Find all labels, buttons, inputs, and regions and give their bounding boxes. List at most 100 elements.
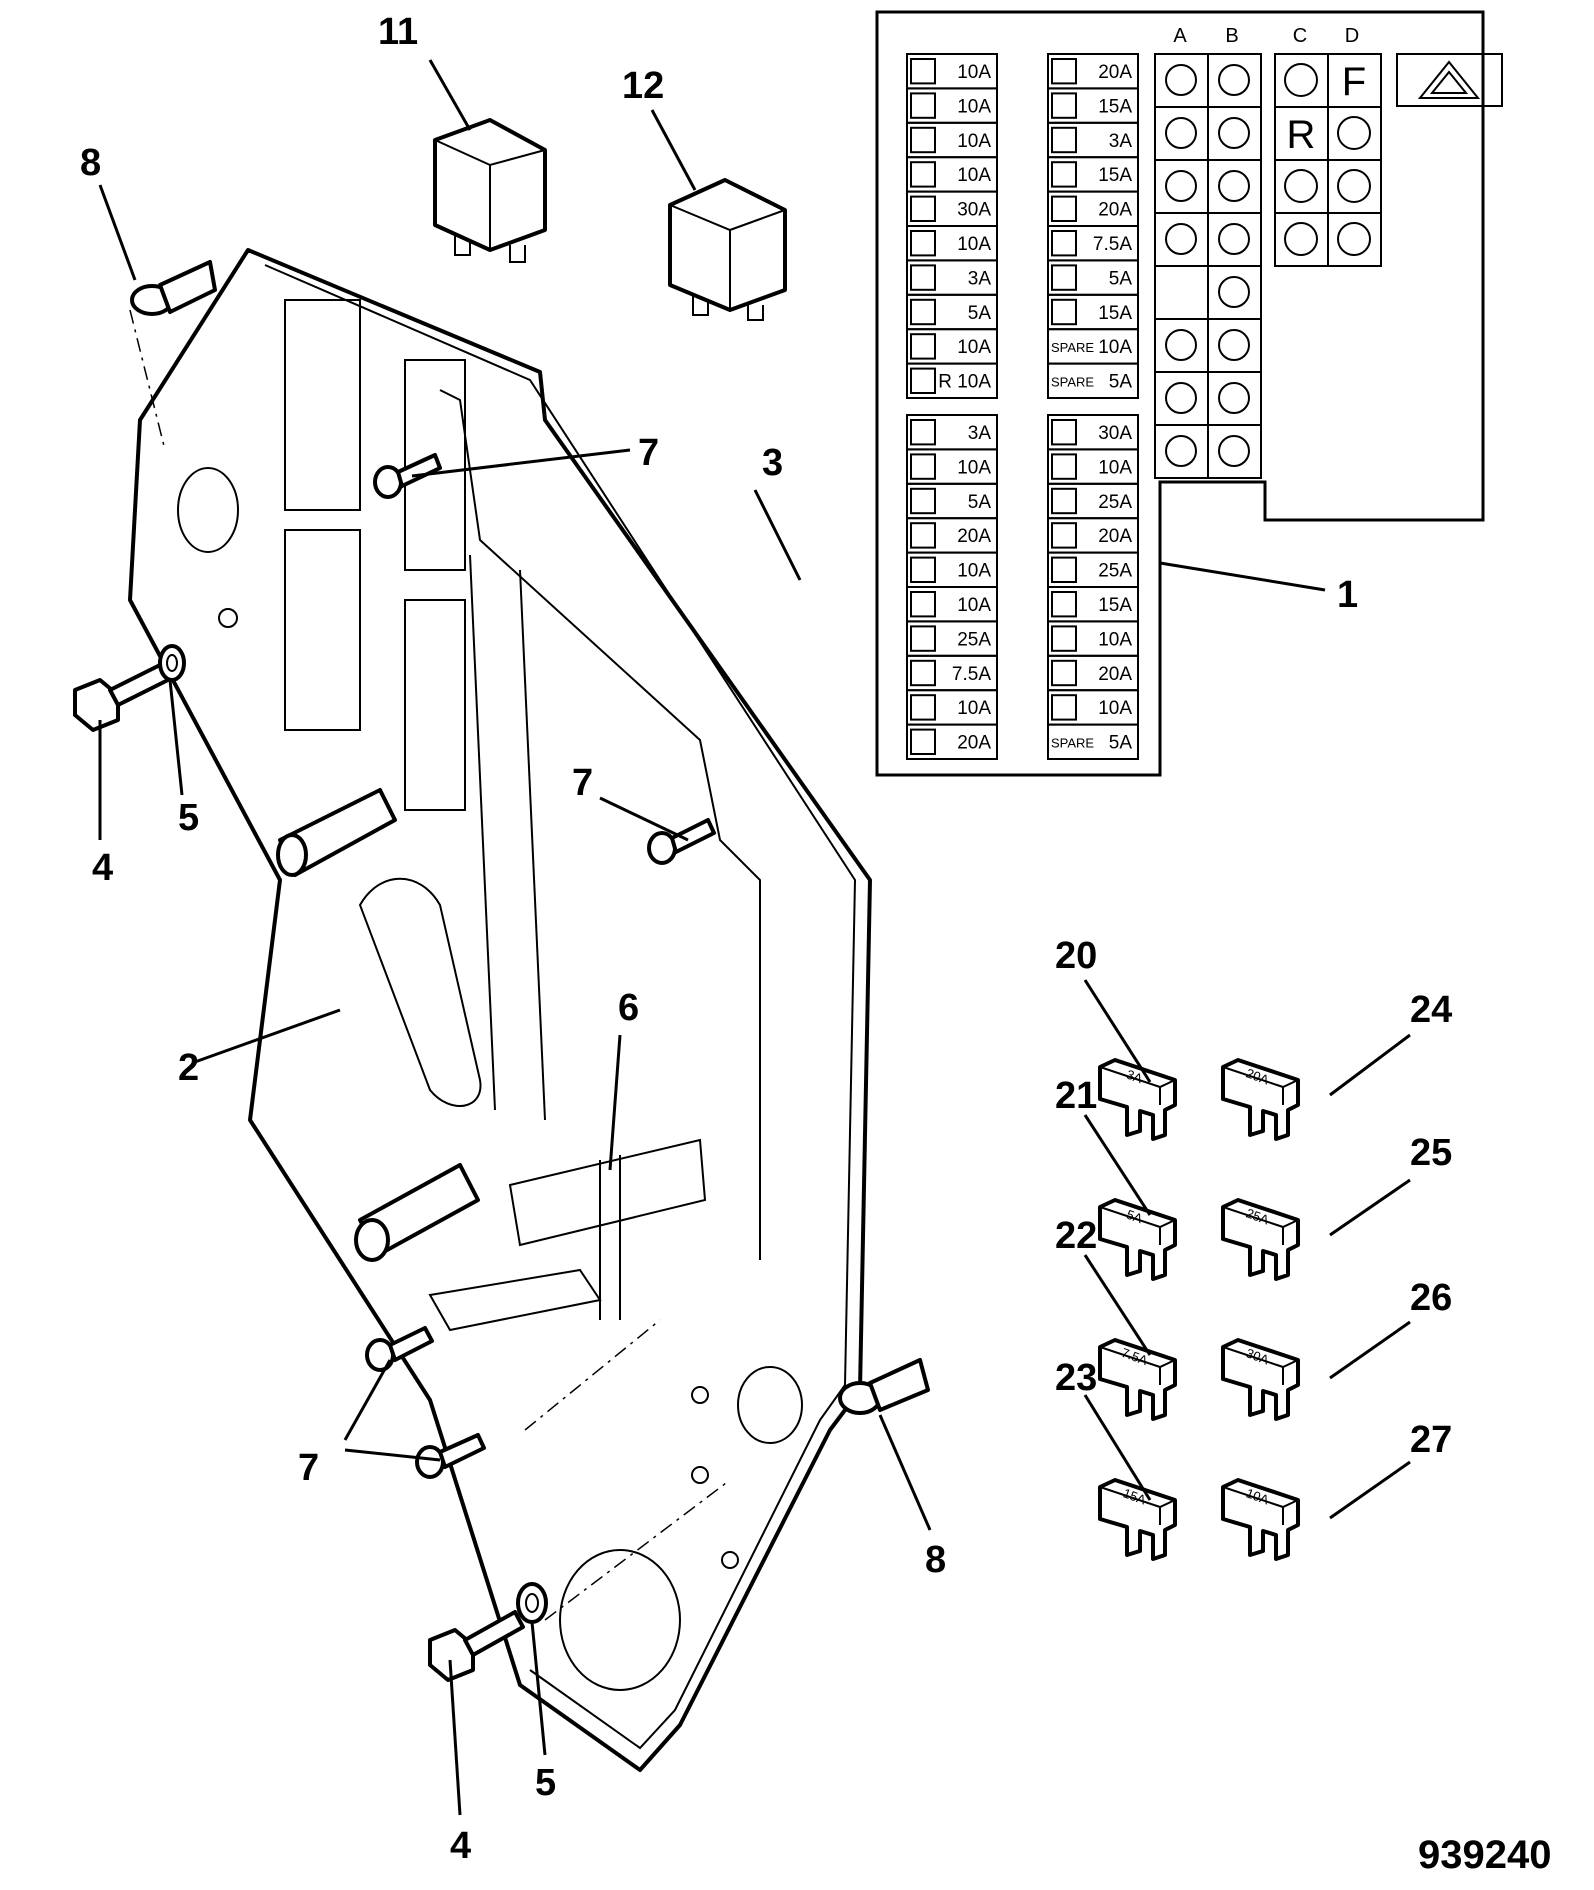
block1-right-cell [1047,362,1139,400]
relay-function-icon [1165,64,1197,96]
screw-7-lower-a [365,1326,434,1372]
blade-fuse-rating: 3A [1124,1067,1144,1087]
relay-function-icon [1165,382,1197,414]
blade-fuse-edge [1222,1206,1299,1245]
block1-left-value: 30A [957,200,991,221]
callout-4-lower: 4 [450,1825,471,1867]
screw-7-upper [373,453,442,499]
block1-left-value: 5A [968,303,992,324]
relay-function-icon [1218,170,1250,202]
leader-lines [98,59,1411,1816]
callout-24: 24 [1410,989,1452,1031]
spare-label: SPARE [1051,340,1094,355]
blade-fuse-body [1098,1338,1177,1421]
callout-3: 3 [762,442,783,484]
drawing-number: 939240 [1418,1833,1551,1877]
relay-cell [1207,159,1262,214]
relay-function-icon [1165,329,1197,361]
blade-fuse: 10A [1221,1478,1300,1561]
block2-left-value: 20A [957,733,991,754]
fuse-circuit-icon [1051,453,1077,480]
block2-left-cell [906,723,998,760]
blade-fuse: 7.5A [1098,1338,1177,1421]
block2-left-value: 10A [957,457,991,478]
fuse-circuit-icon [1051,230,1077,257]
block1-left-value: 10A [957,234,991,255]
relay-column-header: C [1293,25,1307,47]
blade-fuse-body [1221,1338,1300,1421]
callout-8-upper: 8 [80,142,101,184]
relay-function-icon [1218,223,1250,255]
blade-fuse: 25A [1221,1198,1300,1281]
fuse-circuit-icon [910,625,936,652]
block2-right-value: 10A [1098,629,1132,650]
callout-27: 27 [1410,1419,1452,1461]
block1-right-value: 5A [1109,268,1133,289]
callout-22: 22 [1055,1215,1097,1257]
block2-right-value: 25A [1098,492,1132,513]
fuse-circuit-icon [1051,556,1077,583]
fuse-circuit-icon [1051,298,1077,326]
block2-right-value: 5A [1109,733,1133,754]
push-rivet-8-bottom [838,1358,930,1415]
block2-right-cell [1047,723,1139,760]
block2-left-value: 25A [957,629,991,650]
fuse-circuit-icon [1051,92,1077,119]
blade-fuse-edge [1222,1486,1299,1525]
blade-fuse-edge [1222,1066,1299,1105]
relay-cell [1154,53,1209,108]
fuse-circuit-icon [1051,694,1077,721]
callout-21: 21 [1055,1075,1097,1117]
relay-cell [1154,318,1209,373]
blade-fuse-body [1221,1058,1300,1141]
relay-function-icon [1165,435,1197,467]
callout-23: 23 [1055,1357,1097,1399]
relay-cell [1207,265,1262,320]
blade-fuse-edge [1222,1346,1299,1385]
relay-function-icon [1165,223,1197,255]
relay-function-icon [1218,329,1250,361]
fuse-circuit-icon [910,659,936,687]
relay-cell [1154,212,1209,267]
callout-20: 20 [1055,935,1097,977]
fuse-circuit-icon [1051,659,1077,687]
relay-function-icon [1284,222,1318,256]
relay-function-icon [1218,435,1250,467]
relay-cell [1274,159,1329,214]
block1-right-value: 15A [1098,96,1132,117]
fuse-chart-label [875,10,1485,777]
relay-function-icon [1284,63,1318,97]
relay-function-icon [1337,169,1371,203]
relay-function-icon [1218,382,1250,414]
fuse-circuit-icon [910,92,936,119]
block1-left-value: R 10A [938,372,991,393]
relay-function-icon [1284,169,1318,203]
push-rivet-8-top [130,260,217,316]
relay-cell [1207,53,1262,108]
callout-5-upper: 5 [178,797,199,839]
relay-11 [433,118,547,263]
relay-column-header: B [1225,25,1238,47]
blade-fuse-edge [1099,1066,1176,1105]
spare-label: SPARE [1051,736,1094,751]
block2-left-value: 3A [968,423,992,444]
relay-cell [1207,371,1262,426]
block1-left-value: 3A [968,268,992,289]
relay-cell [1274,212,1329,267]
fuse-panel-bracket [128,248,872,1772]
blade-fuse-edge [1099,1206,1176,1245]
relay-function-icon [1165,170,1197,202]
block2-left-value: 7.5A [952,664,991,685]
relay-cell [1327,106,1382,161]
callout-8-lower: 8 [925,1539,946,1581]
relay-cell [1207,212,1262,267]
fuse-chart-block-2: 3A10A5A20A10A10A25A7.5A10A20A30A10A25A20… [906,414,1139,760]
blade-fuse: 5A [1098,1198,1177,1281]
block1-left-value: 10A [957,337,991,358]
callout-7-mid: 7 [572,762,593,804]
callout-12: 12 [622,65,664,107]
relay-column-header: D [1345,25,1359,47]
